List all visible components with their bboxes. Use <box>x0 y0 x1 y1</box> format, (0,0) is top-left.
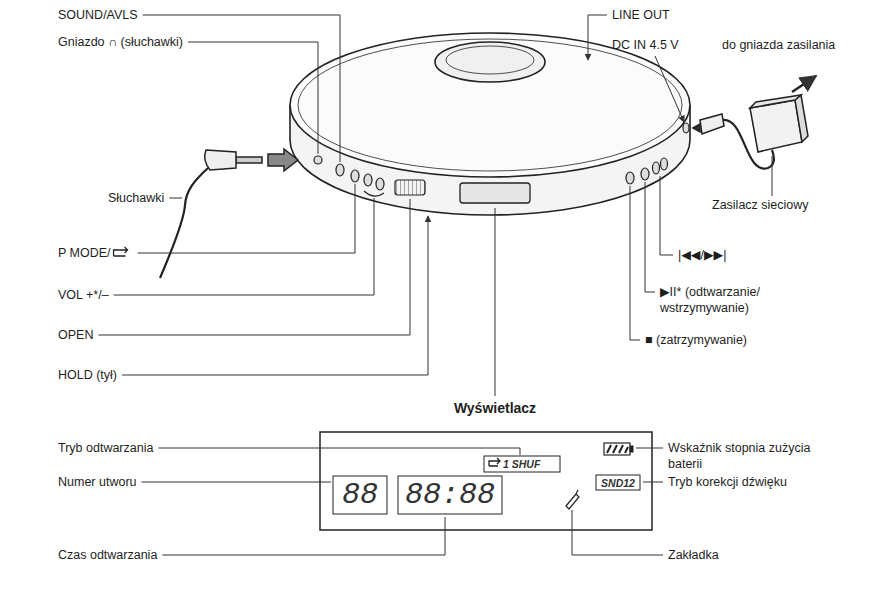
lcd-label: Numer utworu <box>58 474 137 490</box>
leader-line <box>158 448 520 455</box>
lcd-digits: 88:88 <box>405 479 495 511</box>
jack-label: LINE OUT <box>612 7 670 23</box>
leader-line <box>169 198 182 199</box>
power-adapter <box>693 76 816 169</box>
lcd-digits: 88 <box>342 479 378 511</box>
lcd-label: Czas odtwarzania <box>58 547 157 563</box>
leader-line <box>114 198 374 295</box>
leader-line <box>142 482 332 483</box>
button-label: |◀◀/▶▶| <box>678 247 726 263</box>
button-label: ■ (zatrzymywanie) <box>645 332 747 348</box>
button-label: SOUND/AVLS <box>58 7 138 23</box>
display-window <box>460 183 530 203</box>
leader-line <box>636 448 663 449</box>
leader-line <box>655 56 684 122</box>
leader-line <box>643 482 663 483</box>
leader-line <box>660 176 673 255</box>
leader-line <box>630 186 640 340</box>
switch-label: HOLD (tył) <box>58 367 117 383</box>
lcd-indicator: 1 SHUF <box>503 458 540 470</box>
part-label: Zasilacz sieciowy <box>712 197 809 213</box>
switch-label: OPEN <box>58 327 93 343</box>
leader-line <box>98 199 410 335</box>
leader-line <box>645 182 655 292</box>
left-controls <box>314 156 425 196</box>
leader-line <box>138 184 355 253</box>
button-label: P MODE/ <box>58 245 111 261</box>
lcd-panel <box>320 432 652 530</box>
leader-line <box>772 156 773 196</box>
leader-line <box>588 15 607 60</box>
repeat-symbol <box>114 247 128 256</box>
leader-line <box>162 517 445 555</box>
jack-label: Gniazdo ∩ (słuchawki) <box>58 34 183 50</box>
lcd-label: Wskaźnik stopnia zużycia baterii <box>668 440 843 472</box>
part-label: Słuchawki <box>108 190 164 206</box>
button-label: VOL +*/– <box>58 287 109 303</box>
leader-line <box>122 216 428 375</box>
headphone-plug <box>160 149 298 278</box>
part-label: Wyświetlacz <box>454 400 536 416</box>
lcd-label: Tryb odtwarzania <box>58 440 153 456</box>
leader-line <box>188 42 318 154</box>
lcd-label: Tryb korekcji dźwięku <box>668 474 787 490</box>
button-label: ▶II* (odtwarzanie/ wstrzymywanie) <box>660 284 800 316</box>
jack-label: DC IN 4.5 V <box>612 37 679 53</box>
leader-line <box>495 208 496 396</box>
leader-line <box>572 510 663 555</box>
note-label: do gniazda zasilania <box>722 37 835 53</box>
right-controls <box>626 123 689 184</box>
lcd-label: Zakładka <box>668 547 719 563</box>
lcd-indicator: SND12 <box>601 477 635 489</box>
